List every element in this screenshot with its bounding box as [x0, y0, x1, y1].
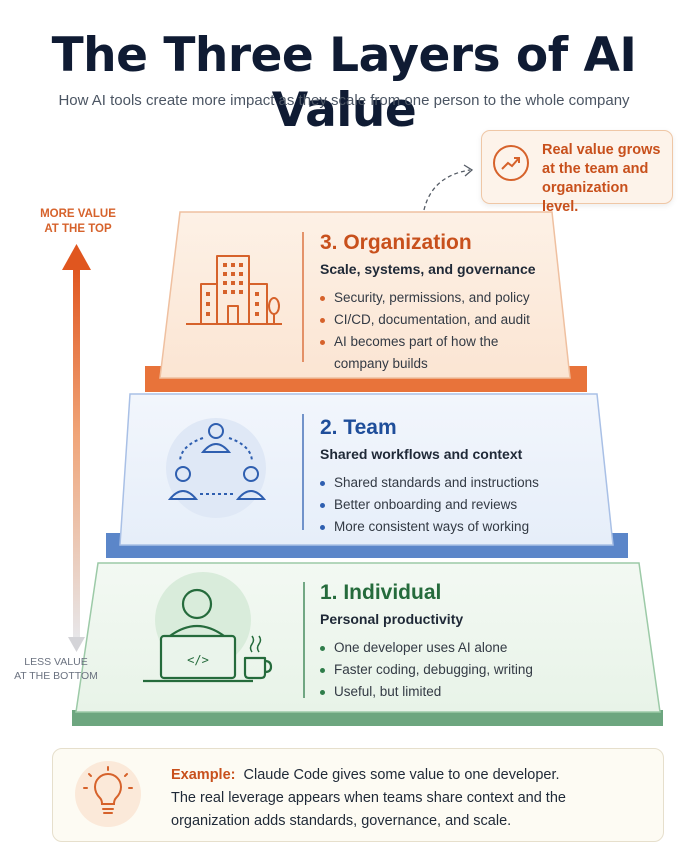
- svg-text:</>: </>: [187, 653, 209, 667]
- example-box: Example: Claude Code gives some value to…: [52, 748, 664, 842]
- example-label: Example:: [171, 767, 236, 783]
- list-item: Useful, but limited: [320, 681, 610, 703]
- list-item: CI/CD, documentation, and audit: [320, 309, 555, 331]
- lightbulb-icon: [75, 761, 141, 827]
- layer-title: 2. Team: [320, 416, 397, 439]
- layer-individual: 1. Individual Personal productivity One …: [320, 581, 610, 703]
- example-text: Example: Claude Code gives some value to…: [171, 767, 566, 829]
- developer-laptop-icon: </>: [143, 572, 273, 683]
- list-item: One developer uses AI alone: [320, 637, 610, 659]
- list-item: Shared standards and instructions: [320, 472, 600, 494]
- layer-subtitle: Personal productivity: [320, 611, 464, 627]
- layer-subtitle: Shared workflows and context: [320, 446, 523, 462]
- list-item: Security, permissions, and policy: [320, 287, 555, 309]
- list-item: Better onboarding and reviews: [320, 494, 600, 516]
- dashed-connector-arrow: [423, 164, 474, 211]
- page-subtitle: How AI tools create more impact as they …: [58, 92, 630, 109]
- layer-title: 1. Individual: [320, 581, 442, 604]
- axis-top-label: MORE VALUE AT THE TOP: [40, 208, 116, 235]
- team-icon: [166, 418, 267, 518]
- bullet-list: Shared standards and instructions Better…: [320, 472, 600, 538]
- layer-organization: 3. Organization Scale, systems, and gove…: [320, 231, 555, 375]
- list-item: Faster coding, debugging, writing: [320, 659, 610, 681]
- axis-bottom-label: LESS VALUE AT THE BOTTOM: [14, 656, 98, 682]
- trend-up-icon: [493, 145, 529, 181]
- layer-title: 3. Organization: [320, 231, 472, 254]
- building-icon: [186, 255, 282, 325]
- page-title: The Three Layers of AI Value: [51, 28, 637, 138]
- layer-team: 2. Team Shared workflows and context Sha…: [320, 416, 600, 538]
- bullet-list: One developer uses AI alone Faster codin…: [320, 637, 610, 703]
- callout-text: Real value grows at the team and organiz…: [542, 142, 661, 215]
- callout-box: Real value grows at the team and organiz…: [481, 130, 673, 215]
- value-axis-arrow: [62, 244, 91, 652]
- layer-organization-shape: [145, 211, 587, 392]
- bullet-list: Security, permissions, and policy CI/CD,…: [320, 287, 555, 375]
- layer-subtitle: Scale, systems, and governance: [320, 261, 536, 277]
- list-item: More consistent ways of working: [320, 516, 600, 538]
